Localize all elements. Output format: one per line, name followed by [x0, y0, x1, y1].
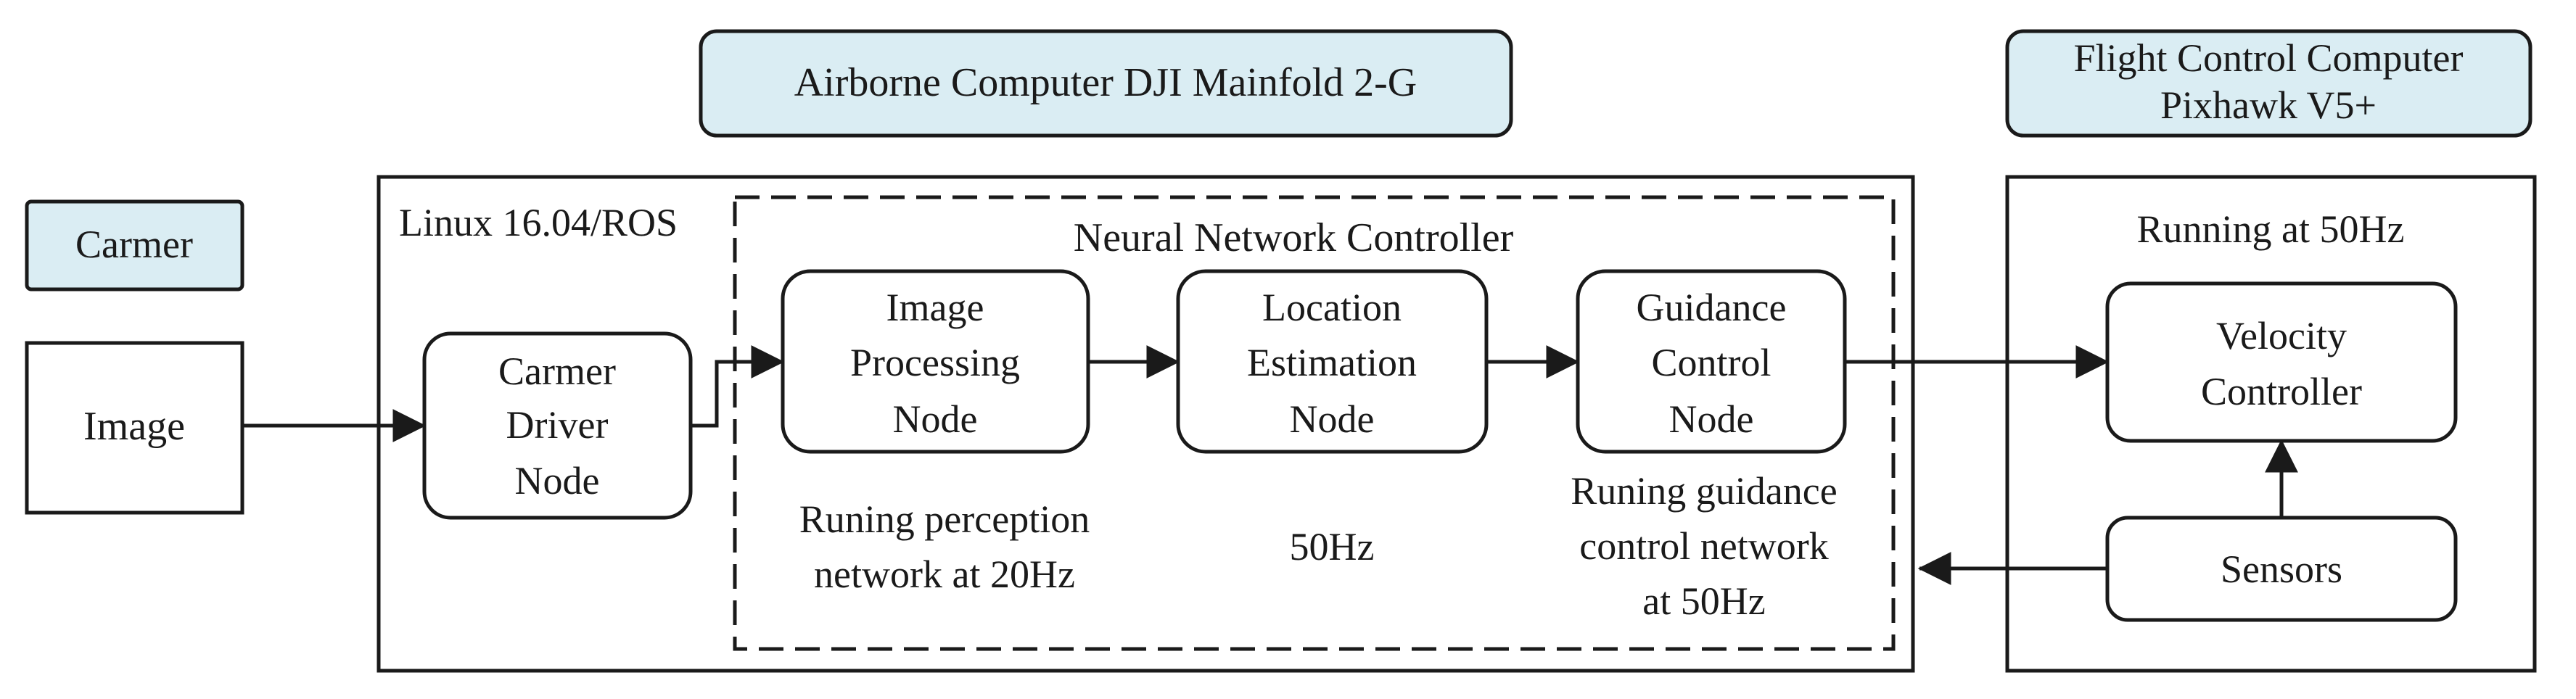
guidance-note-line1: Runing guidance — [1571, 469, 1837, 513]
guidance-control-line1: Guidance — [1637, 286, 1787, 329]
arrow-driver-to-image-processing — [691, 345, 785, 428]
image-processing-line1: Image — [886, 286, 984, 329]
flight-control-box: Running at 50Hz — [2005, 175, 2537, 673]
neural-network-controller-box: Neural Network Controller — [733, 195, 1896, 651]
camera-header-label: Carmer — [75, 223, 193, 266]
sensors-label: Sensors — [2221, 547, 2342, 591]
perception-note-line1: Runing perception — [799, 497, 1090, 541]
location-estimation-line3: Node — [1290, 397, 1375, 441]
camera-header: Carmer — [25, 199, 244, 291]
image-processing-line2: Processing — [850, 341, 1020, 384]
driver-node-line1: Carmer — [498, 350, 616, 393]
driver-node-line3: Node — [515, 459, 600, 502]
perception-note-line2: network at 20Hz — [814, 553, 1075, 596]
location-estimation-node: Location Estimation Node — [1176, 269, 1489, 454]
flight-control-header-line2: Pixhawk V5+ — [2160, 83, 2377, 127]
location-rate-note: 50Hz — [1290, 525, 1375, 568]
location-estimation-line1: Location — [1262, 286, 1402, 329]
guidance-note-line3: at 50Hz — [1642, 579, 1765, 623]
flight-control-header: Flight Control Computer Pixhawk V5+ — [2005, 29, 2532, 138]
guidance-note: Runing guidance control network at 50Hz — [1571, 469, 1837, 623]
perception-note: Runing perception network at 20Hz — [799, 497, 1090, 596]
velocity-controller-line2: Controller — [2201, 370, 2362, 413]
airborne-computer-header-label: Airborne Computer DJI Mainfold 2-G — [794, 60, 1417, 105]
sensors-node: Sensors — [2105, 516, 2458, 622]
image-box-label: Image — [83, 404, 185, 449]
flight-control-rate-label: Running at 50Hz — [2137, 207, 2405, 251]
image-processing-line3: Node — [893, 397, 978, 441]
velocity-controller-node: Velocity Controller — [2105, 281, 2458, 443]
guidance-control-line2: Control — [1651, 341, 1771, 384]
guidance-control-node: Guidance Control Node — [1576, 269, 1847, 454]
nn-controller-title: Neural Network Controller — [1074, 215, 1514, 260]
velocity-controller-line1: Velocity — [2216, 314, 2347, 357]
guidance-note-line2: control network — [1579, 524, 1828, 568]
connectors — [242, 345, 2298, 585]
os-label: Linux 16.04/ROS — [399, 201, 678, 244]
image-box: Image — [25, 341, 244, 515]
location-estimation-line2: Estimation — [1247, 341, 1417, 384]
flight-control-header-line1: Flight Control Computer — [2073, 36, 2463, 80]
carmer-driver-node: Carmer Driver Node — [422, 331, 693, 520]
driver-node-line2: Driver — [506, 403, 609, 447]
image-processing-node: Image Processing Node — [781, 269, 1090, 454]
guidance-control-line3: Node — [1669, 397, 1754, 441]
airborne-computer-header: Airborne Computer DJI Mainfold 2-G — [699, 29, 1513, 138]
